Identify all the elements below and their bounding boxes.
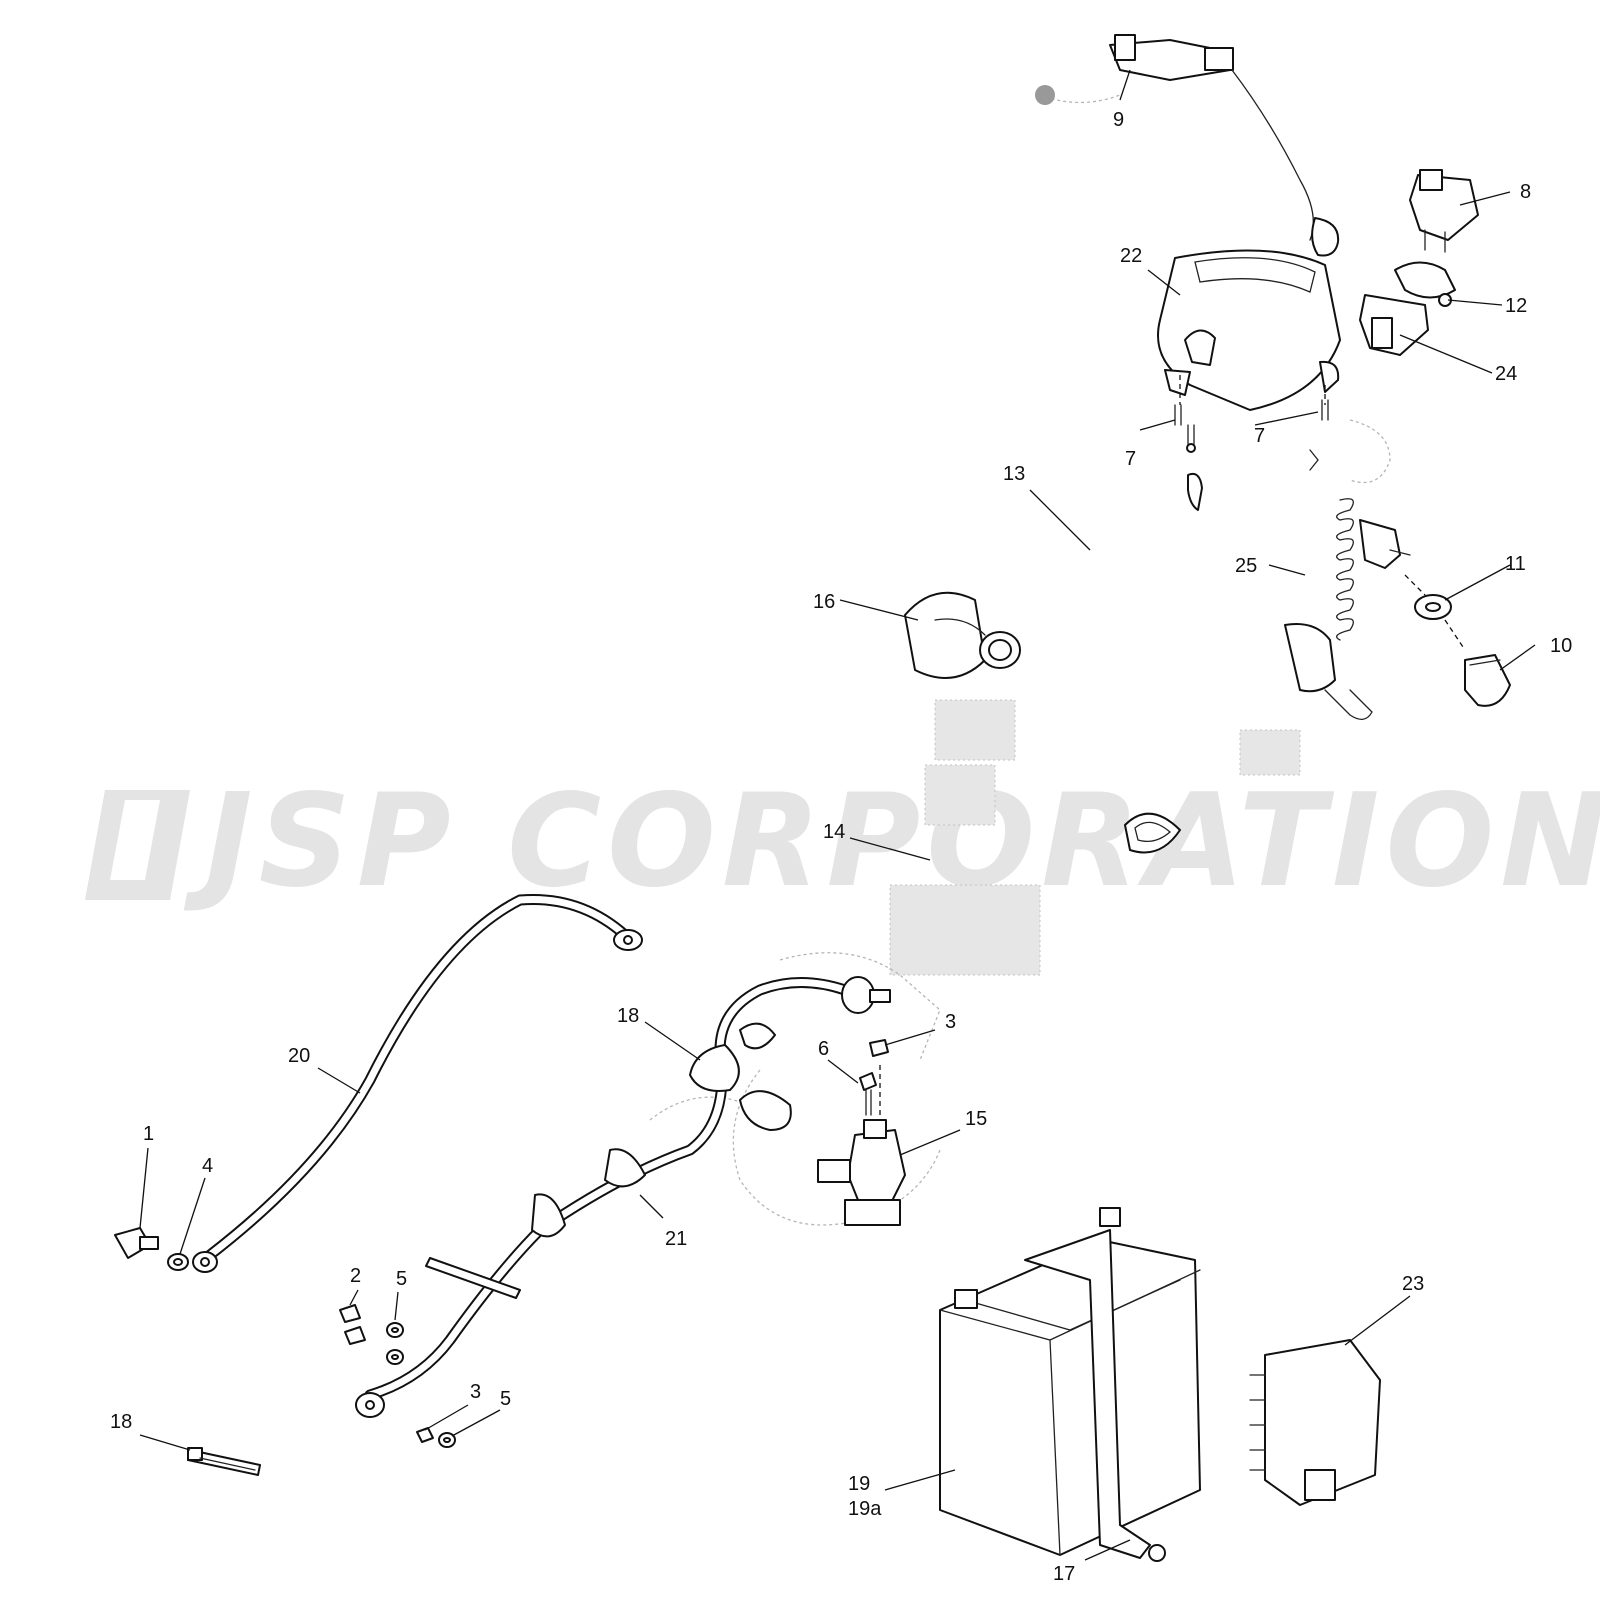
callout-12: 12: [1505, 295, 1527, 317]
callout-6: 6: [818, 1038, 829, 1060]
callout-16: 16: [813, 591, 835, 613]
part-16-grommet: [904, 591, 1021, 679]
callout-20: 20: [288, 1045, 310, 1067]
part-18-cable-ties: [425, 1022, 792, 1299]
callout-18-bottom: 18: [110, 1411, 132, 1433]
callout-4: 4: [202, 1155, 213, 1177]
part-3-nuts: [416, 1039, 889, 1443]
callout-19a: 19a: [848, 1498, 882, 1520]
callout-1: 1: [143, 1123, 154, 1145]
callout-25: 25: [1235, 555, 1257, 577]
callout-3-bottom: 3: [470, 1381, 481, 1403]
part-20-battery-cable: [192, 893, 643, 1273]
callout-5-bottom: 5: [500, 1388, 511, 1410]
part-11-nut: [1404, 574, 1452, 620]
callout-5-top: 5: [396, 1268, 407, 1290]
part-10-knob: [1444, 619, 1511, 707]
part-8-sensor: [1409, 169, 1479, 253]
callout-3-top: 3: [945, 1011, 956, 1033]
part-12-cap: [1394, 261, 1456, 307]
part-24-switch: [1359, 294, 1429, 356]
part-9-connector: [1109, 34, 1314, 241]
part-15-solenoid: [817, 1119, 906, 1226]
part-1-bolt: [114, 1227, 159, 1259]
part-22-instrument-cluster: [1157, 249, 1341, 411]
callout-18-top: 18: [617, 1005, 639, 1027]
callout-19: 19: [848, 1473, 870, 1495]
callout-22: 22: [1120, 245, 1142, 267]
part-4-washer: [167, 1253, 189, 1271]
part-18-loose-tie: [187, 1447, 261, 1476]
part-7-screws: [1174, 375, 1329, 453]
callout-17: 17: [1053, 1563, 1075, 1585]
part-6-screw: [859, 1065, 881, 1120]
harness-clip-loop: [1124, 812, 1181, 854]
part-13-strap: [1187, 449, 1319, 511]
harness-clip: [1311, 217, 1340, 257]
leader-lines: [139, 69, 1536, 1561]
background-frame-ghost: [649, 85, 1391, 1226]
callout-2: 2: [350, 1265, 361, 1287]
callout-13: 13: [1003, 463, 1025, 485]
callout-14: 14: [823, 821, 845, 843]
callout-15: 15: [965, 1108, 987, 1130]
callout-8: 8: [1520, 181, 1531, 203]
part-21-starter-cable: [355, 976, 891, 1418]
callout-labels: 1 2 3 3 4 5 5 6 7 7 8 9 10 11 12 13 14 1…: [110, 109, 1572, 1585]
part-2-bolts: [339, 1304, 366, 1345]
callout-7-right: 7: [1254, 425, 1265, 447]
callout-11: 11: [1505, 553, 1526, 575]
callout-10: 10: [1550, 635, 1572, 657]
part-25-lanyard: [1284, 498, 1411, 720]
callout-7-left: 7: [1125, 448, 1136, 470]
callout-21: 21: [665, 1228, 687, 1250]
part-23-regulator: [1249, 1339, 1381, 1506]
callout-23: 23: [1402, 1273, 1424, 1295]
part-5-washers: [386, 1322, 456, 1448]
callout-9: 9: [1113, 109, 1124, 131]
callout-24: 24: [1495, 363, 1517, 385]
part-17-battery-strap: [1024, 1229, 1166, 1562]
